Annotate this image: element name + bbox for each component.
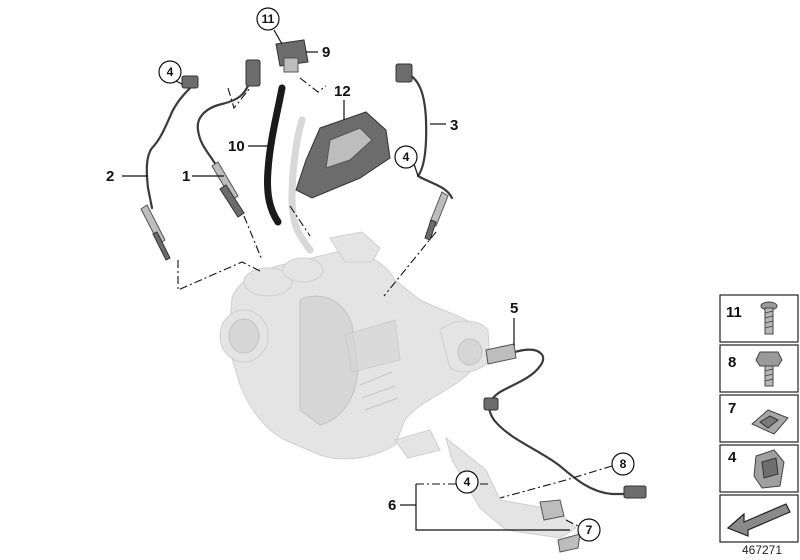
callout-4b-circle [394,145,418,169]
callout-8: 8 [620,457,627,471]
callout-9: 9 [322,44,330,61]
legend-number-11: 11 [726,304,742,321]
screw-icon [760,301,778,335]
callout-11-circle [256,7,280,31]
callout-10: 10 [228,138,245,155]
callout-4b: 4 [403,150,410,164]
callout-3: 3 [450,117,458,134]
sensor-1[interactable] [196,59,261,218]
cable-clip-icon [753,449,785,489]
legend-arrow-box [719,494,799,543]
callout-7-circle [577,518,601,542]
legend-item-8[interactable]: 8 [719,344,799,393]
parts-legend: 11 8 7 [719,294,799,543]
sensor-3[interactable] [395,63,454,241]
callout-4c: 4 [464,475,471,489]
callout-4a-circle [158,60,182,84]
legend-item-11[interactable]: 11 [719,294,799,343]
callout-8-circle [611,452,635,476]
callout-11: 11 [262,12,275,26]
exhaust-filter-ghost [219,231,491,460]
leader-lines [122,29,570,531]
sensor-2[interactable] [140,75,199,261]
callouts: 1 2 3 5 6 9 10 12 11 4 4 4 7 8 [106,7,635,542]
pressure-hose-10[interactable] [264,84,314,254]
callout-4a: 4 [167,65,174,79]
bracket-12[interactable] [295,111,391,199]
legend-number-7: 7 [728,400,736,417]
legend-number-4: 4 [728,449,737,466]
sensor-5[interactable] [483,343,647,499]
callout-4c-circle [455,470,479,494]
callout-2: 2 [106,168,114,185]
diagram-id: 467271 [742,543,782,557]
pressure-sensor-9[interactable] [275,39,309,73]
callout-6: 6 [388,497,396,514]
connection-lines [177,77,613,527]
legend-number-8: 8 [728,354,736,371]
callout-12: 12 [334,83,351,100]
legend-item-7[interactable]: 7 [719,394,799,443]
direction-arrow-icon [726,503,791,537]
clip-nut-icon [751,409,789,435]
callout-5: 5 [510,300,518,317]
callout-1: 1 [182,168,190,185]
legend-item-4[interactable]: 4 [719,444,799,493]
callout-7: 7 [586,523,593,537]
bolt-icon [755,351,783,387]
